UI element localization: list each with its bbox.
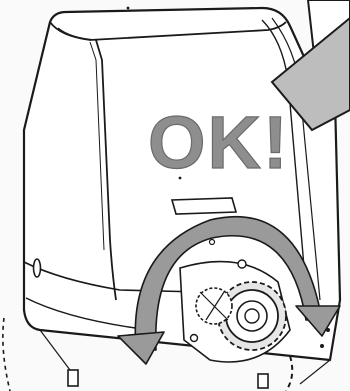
gear-dot-right: [326, 328, 330, 332]
housing-dot-1: [127, 7, 130, 10]
release-tab: [172, 198, 236, 214]
gear-axle: [245, 309, 259, 323]
screw-top: [238, 260, 246, 268]
gear-dot-right-2: [320, 344, 324, 348]
foot-right: [258, 374, 268, 388]
side-oval-port: [34, 259, 41, 277]
foot-left: [68, 370, 78, 386]
screw-upper: [210, 240, 215, 245]
screw-bottom-left: [191, 335, 198, 342]
ok-label: OK!: [148, 101, 290, 184]
